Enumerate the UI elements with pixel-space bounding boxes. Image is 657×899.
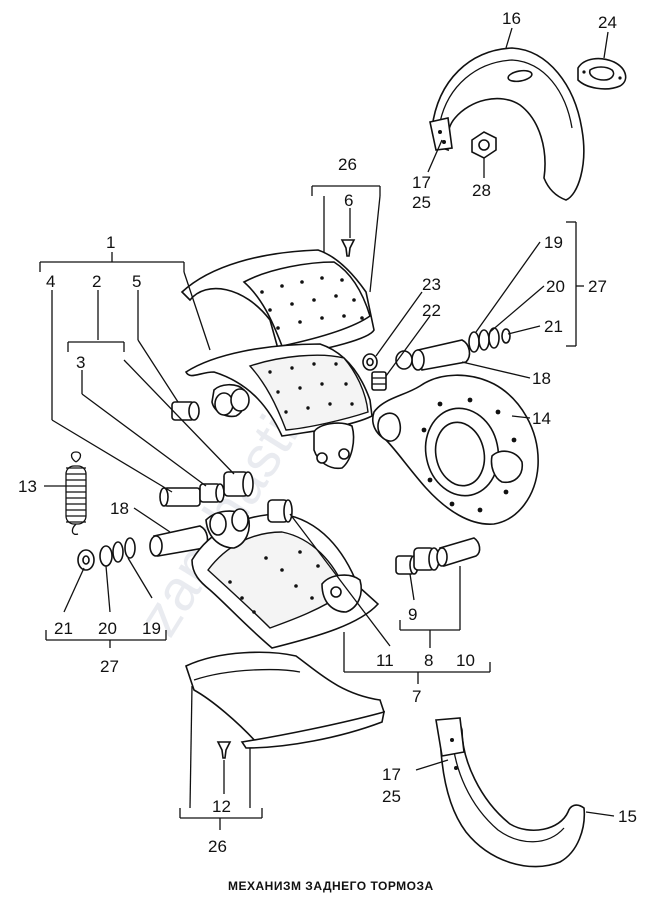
label-18-upper: 18 <box>532 369 551 388</box>
part-22-fitting <box>371 371 387 391</box>
label-3: 3 <box>76 353 85 372</box>
part-5-bushing <box>171 401 200 421</box>
part-14-brake-carrier <box>371 374 539 525</box>
label-1: 1 <box>106 233 115 252</box>
part-18-anchor-pin-lower <box>149 525 209 557</box>
part-26-brake-lining-upper <box>180 249 375 357</box>
label-18-lower: 18 <box>110 499 129 518</box>
label-7: 7 <box>412 687 421 706</box>
label-21-upper: 21 <box>544 317 563 336</box>
lining-rivet-holes <box>260 276 364 330</box>
label-5: 5 <box>132 272 141 291</box>
leader-lines <box>39 27 615 830</box>
label-17-lower: 17 <box>382 765 401 784</box>
part-4-roller-pin <box>159 487 201 507</box>
label-24: 24 <box>598 13 617 32</box>
part-19-20-21-washers-upper <box>468 327 511 353</box>
part-23-washer <box>362 353 378 371</box>
part-6-rivet <box>340 239 356 257</box>
label-17-upper: 17 <box>412 173 431 192</box>
label-12: 12 <box>212 797 231 816</box>
part-number-labels: 16 24 17 25 28 26 6 1 4 2 5 3 23 22 19 2… <box>18 9 637 856</box>
label-16: 16 <box>502 9 521 28</box>
label-20-lower: 20 <box>98 619 117 638</box>
diagram-caption: МЕХАНИЗМ ЗАДНЕГО ТОРМОЗА <box>228 879 434 893</box>
part-15-dust-shield-lower <box>435 717 586 868</box>
part-10-roller-pin <box>436 537 481 568</box>
label-19-upper: 19 <box>544 233 563 252</box>
part-18-anchor-pin-upper <box>395 339 471 371</box>
label-27-lower: 27 <box>100 657 119 676</box>
part-7-brake-shoe-lower <box>191 508 380 649</box>
label-13: 13 <box>18 477 37 496</box>
label-8: 8 <box>424 651 433 670</box>
part-24-gasket <box>577 57 627 90</box>
label-25-upper: 25 <box>412 193 431 212</box>
part-1-brake-shoe-upper <box>184 343 373 470</box>
label-6: 6 <box>344 191 353 210</box>
label-10: 10 <box>456 651 475 670</box>
label-20-upper: 20 <box>546 277 565 296</box>
label-21-lower: 21 <box>54 619 73 638</box>
label-23: 23 <box>422 275 441 294</box>
label-2: 2 <box>92 272 101 291</box>
part-16-dust-shield-upper <box>429 47 585 201</box>
part-19-20-21-washers-lower <box>77 537 136 571</box>
label-26-lower: 26 <box>208 837 227 856</box>
carrier-bolt-holes <box>421 397 517 513</box>
part-13-return-spring <box>65 451 87 536</box>
label-14: 14 <box>532 409 551 428</box>
label-25-lower: 25 <box>382 787 401 806</box>
part-28-nut <box>471 131 497 159</box>
part-11-roller <box>267 499 293 523</box>
label-19-lower: 19 <box>142 619 161 638</box>
label-22: 22 <box>422 301 441 320</box>
label-15: 15 <box>618 807 637 826</box>
part-3-bushing <box>199 483 225 503</box>
label-9: 9 <box>408 605 417 624</box>
part-12-rivet <box>216 741 232 759</box>
shoe-rivet-holes <box>268 362 354 414</box>
label-4: 4 <box>46 272 55 291</box>
label-28: 28 <box>472 181 491 200</box>
part-26-brake-lining-lower <box>185 651 386 749</box>
part-2-roller <box>223 471 254 497</box>
part-9-bushing <box>395 547 440 575</box>
label-26-upper: 26 <box>338 155 357 174</box>
label-27-upper: 27 <box>588 277 607 296</box>
label-11: 11 <box>376 651 394 670</box>
